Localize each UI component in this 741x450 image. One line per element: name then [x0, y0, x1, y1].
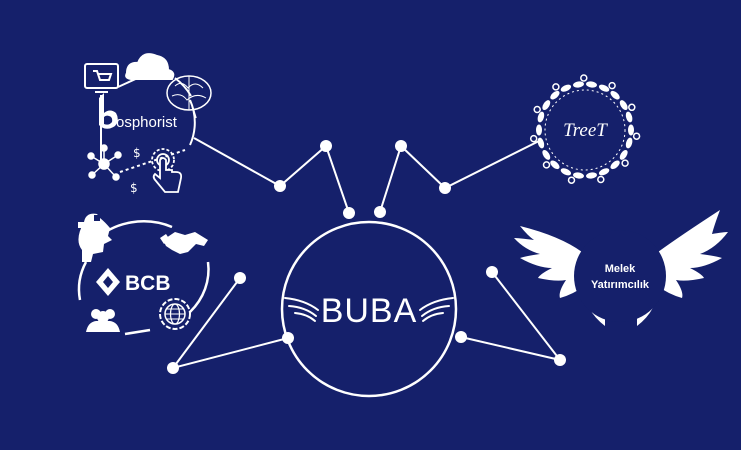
- floral-wreath-icon: [529, 74, 641, 184]
- network-icon: [87, 144, 122, 181]
- svg-text:$: $: [130, 181, 138, 195]
- wreath-leaf: [628, 124, 634, 136]
- center-node: BUBA: [280, 220, 458, 398]
- bcb-logo-icon: [96, 268, 120, 296]
- bosphorist-label: osphorist: [116, 114, 178, 131]
- bcb-node: BCB: [77, 213, 210, 336]
- junction-dot: [374, 206, 386, 218]
- junction-dot: [274, 180, 286, 192]
- dollar-icon: $ $: [130, 146, 141, 195]
- wreath-flower: [529, 134, 538, 143]
- junction-dot: [455, 331, 467, 343]
- junction-dot: [320, 140, 332, 152]
- junction-dot: [486, 266, 498, 278]
- junction-dot: [554, 354, 566, 366]
- wreath-leaf: [550, 90, 560, 100]
- wreath-leaf: [542, 149, 551, 160]
- connector-melek: [460, 271, 563, 362]
- bcb-label: BCB: [125, 272, 171, 295]
- wings-icon: [284, 297, 454, 322]
- melek-label-line1: Melek: [605, 263, 636, 275]
- wreath-leaf: [610, 160, 620, 170]
- junction-dot: [439, 182, 451, 194]
- wreath-flower: [632, 132, 641, 140]
- wreath-leaf: [573, 81, 584, 88]
- connector-bcb: [170, 277, 289, 370]
- wreath-leaf: [625, 137, 633, 149]
- wreath-leaf: [537, 111, 545, 123]
- bosphorist-node: $ $ osphorist: [84, 53, 212, 195]
- wreath-leaf: [598, 84, 610, 92]
- wreath-leaf: [586, 81, 597, 88]
- junction-dot: [343, 207, 355, 219]
- wreath-leaf: [542, 100, 551, 111]
- people-icon: [86, 309, 120, 332]
- monitor-cart-icon: [84, 63, 119, 93]
- melek-label-line2: Yatırımcılık: [591, 279, 650, 291]
- puzzle-head-icon: [78, 213, 112, 262]
- wreath-flower: [608, 81, 616, 90]
- wreath-leaf: [560, 84, 572, 92]
- wreath-flower: [567, 176, 576, 184]
- wreath-leaf: [560, 168, 572, 176]
- junctions: [167, 140, 566, 374]
- wreath-flower: [542, 161, 551, 169]
- center-label: BUBA: [321, 292, 418, 330]
- treet-label: TreeT: [563, 120, 608, 141]
- wreath-leaf: [573, 172, 584, 179]
- wreath-leaf: [619, 149, 628, 160]
- connectors: [170, 137, 563, 370]
- wreath-leaf: [610, 90, 620, 100]
- wreath-flower: [628, 103, 636, 112]
- wings-icon: [514, 210, 728, 326]
- wreath-leaf: [536, 124, 542, 136]
- wreath-leaf: [550, 160, 560, 170]
- melek-node: Melek Yatırımcılık: [514, 210, 728, 326]
- handshake-icon: [160, 232, 208, 254]
- junction-dot: [167, 362, 179, 374]
- globe-gear-icon: [159, 298, 191, 330]
- wreath-flower: [621, 159, 629, 167]
- wreath-leaf: [625, 111, 633, 123]
- bosphorist-logo-icon: [99, 93, 118, 129]
- wreath-flower: [533, 105, 541, 114]
- wreath-flower: [580, 74, 588, 82]
- junction-dot: [234, 272, 246, 284]
- wreath-flower: [597, 175, 605, 184]
- connector-treet: [379, 139, 542, 213]
- brain-icon: [166, 75, 212, 119]
- junction-dot: [395, 140, 407, 152]
- wreath-leaf: [586, 172, 597, 179]
- touch-hand-icon: [151, 148, 183, 193]
- svg-text:$: $: [133, 146, 141, 160]
- cloud-icon: [125, 53, 175, 80]
- connector-bosphorist: [193, 137, 350, 214]
- treet-node: TreeT: [529, 74, 641, 184]
- wreath-leaf: [537, 137, 545, 149]
- wreath-leaf: [598, 168, 610, 176]
- wreath-flower: [552, 83, 560, 91]
- wreath-leaf: [619, 100, 628, 111]
